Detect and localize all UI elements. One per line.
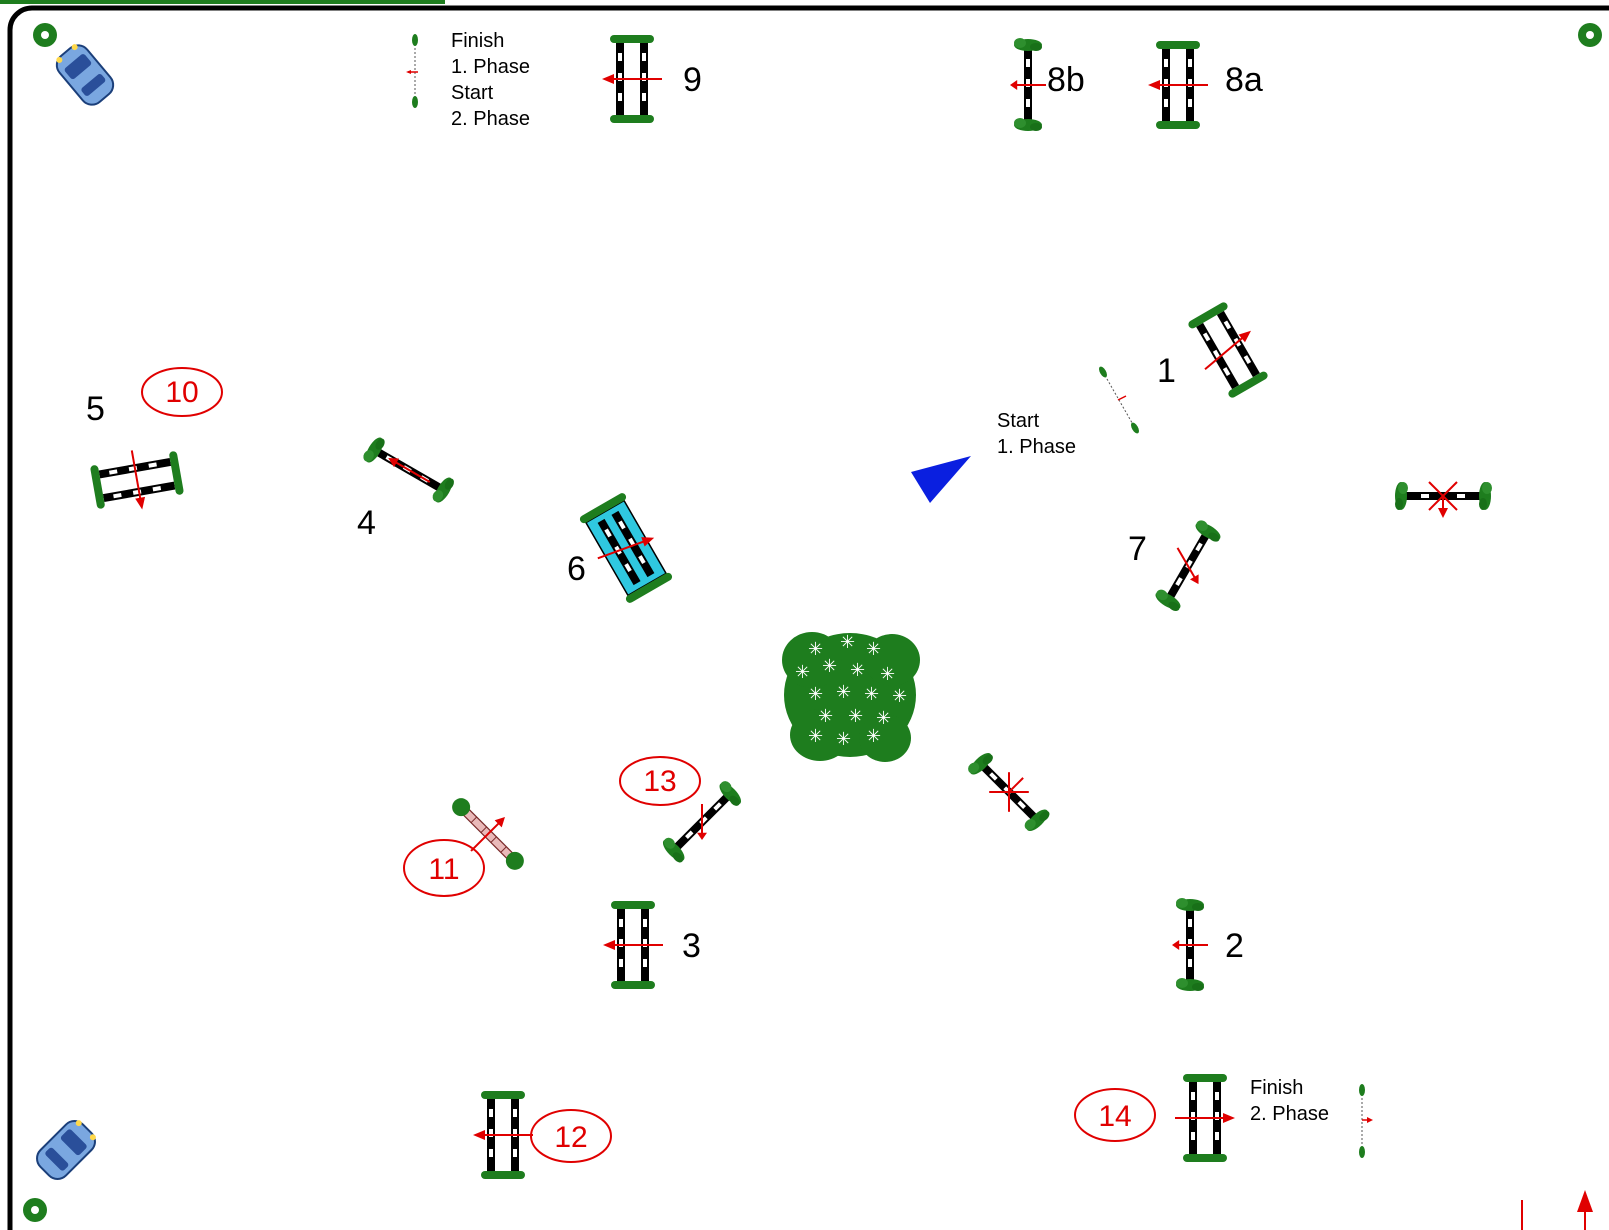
fence-13-label: 13: [643, 765, 676, 798]
svg-text:✳: ✳: [892, 686, 907, 707]
start-phase1-line2: 1. Phase: [997, 436, 1076, 458]
fence-12: [472, 1091, 534, 1179]
fence-1: [1180, 297, 1277, 404]
fence-3: [602, 901, 664, 989]
flower-icon: [1578, 23, 1602, 47]
start-phase1-line1: Start: [997, 410, 1040, 432]
fence-9: [601, 35, 663, 123]
fence-4: [361, 434, 456, 505]
fence-3-label: 3: [682, 927, 701, 965]
svg-text:✳: ✳: [880, 664, 895, 685]
finish-phase2-line1: Finish: [1250, 1077, 1303, 1099]
arena-border: [7, 5, 1609, 1230]
fence-unnumbered-center: [966, 745, 1056, 835]
fence-14-label: 14: [1098, 1100, 1131, 1133]
fence-11-label: 11: [428, 853, 459, 886]
finish-phase1-line2: 1. Phase: [451, 56, 530, 78]
svg-text:✳: ✳: [866, 726, 881, 747]
fence-2: [1171, 898, 1209, 991]
flower-icon: [33, 23, 57, 47]
fence-10-circle: [141, 367, 223, 417]
triangle-marker-icon: [911, 456, 971, 503]
svg-text:✳: ✳: [836, 729, 851, 750]
fence-14: [1174, 1074, 1236, 1162]
start-line-phase1: [1099, 366, 1139, 434]
fence-7-label: 7: [1128, 530, 1147, 568]
svg-text:✳: ✳: [808, 684, 823, 705]
svg-text:✳: ✳: [850, 660, 865, 681]
fence-1-label: 1: [1157, 352, 1176, 390]
fence-12-circle: [530, 1109, 612, 1163]
svg-text:✳: ✳: [876, 708, 891, 729]
car-icon: [50, 38, 120, 111]
fence-7: [1147, 515, 1229, 616]
svg-text:✳: ✳: [840, 632, 855, 653]
svg-text:✳: ✳: [836, 682, 851, 703]
start-phase2-line1: Start: [451, 82, 494, 104]
start-phase2-line2: 2. Phase: [451, 108, 530, 130]
car-icon: [31, 1114, 102, 1185]
svg-text:✳: ✳: [808, 726, 823, 747]
fence-10-label: 10: [165, 376, 198, 409]
title-strip: [0, 0, 445, 4]
fence-5-label: 5: [86, 390, 105, 428]
svg-text:✳: ✳: [848, 706, 863, 727]
fence-8b-label: 8b: [1047, 61, 1085, 99]
fence-9-label: 9: [683, 61, 702, 99]
fence-8a-label: 8a: [1225, 61, 1263, 99]
fence-11: [452, 798, 524, 870]
tree-cluster-icon: ✳✳✳ ✳✳✳✳ ✳✳✳✳ ✳✳✳ ✳✳✳: [782, 632, 920, 762]
svg-text:✳: ✳: [808, 639, 823, 660]
fence-2-label: 2: [1225, 927, 1244, 965]
fence-11-circle: [403, 839, 485, 897]
fence-unnumbered-right: [1395, 481, 1492, 518]
fence-14-circle: [1074, 1088, 1156, 1142]
north-arrow-icon: [1521, 1190, 1593, 1230]
finish-phase2-line2: 2. Phase: [1250, 1103, 1329, 1125]
fence-5: [88, 448, 185, 512]
svg-text:✳: ✳: [822, 656, 837, 677]
fence-8b: [1009, 38, 1047, 131]
flower-icon: [23, 1198, 47, 1222]
svg-text:✳: ✳: [818, 706, 833, 727]
svg-text:✳: ✳: [866, 639, 881, 660]
svg-text:✳: ✳: [795, 662, 810, 683]
fence-13-circle: [619, 756, 701, 806]
fence-12-label: 12: [554, 1121, 587, 1154]
finish-line-phase2: [1359, 1084, 1373, 1158]
svg-text:✳: ✳: [864, 684, 879, 705]
finish-phase1-line1: Finish: [451, 30, 504, 52]
start-finish-line-top: [406, 34, 418, 108]
fence-6-label: 6: [567, 550, 586, 588]
fence-8a: [1147, 41, 1209, 129]
fence-4-label: 4: [357, 504, 376, 542]
fence-6: [579, 493, 673, 603]
